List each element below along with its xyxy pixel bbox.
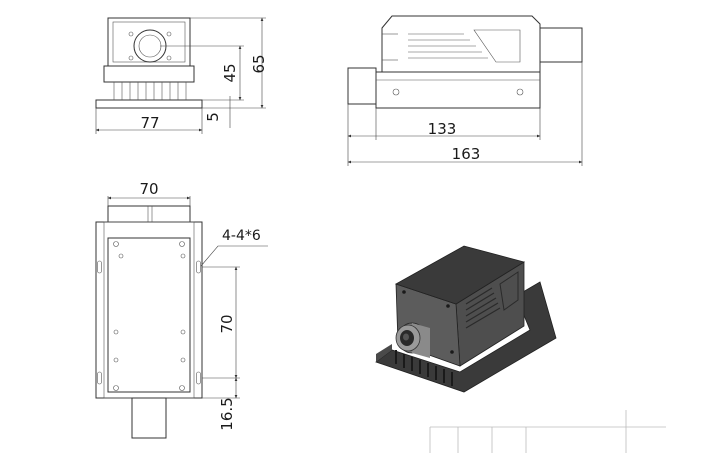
top-screw-holes bbox=[113, 241, 186, 391]
dim-front-center: 45 bbox=[221, 63, 239, 82]
laser-module-3d bbox=[375, 245, 557, 393]
side-vent-slots bbox=[408, 33, 488, 59]
front-view: 65 45 5 77 bbox=[95, 17, 268, 134]
dim-top-holes: 4-4*6 bbox=[222, 228, 261, 244]
dim-top-hole-spacing: 70 bbox=[218, 314, 236, 333]
front-heatsink-fins bbox=[113, 82, 187, 100]
vent-slots-3d bbox=[465, 287, 501, 329]
dim-side-total: 163 bbox=[452, 145, 481, 163]
dim-top-width: 70 bbox=[139, 180, 158, 198]
dim-front-width: 77 bbox=[140, 114, 159, 132]
top-mounting-slots bbox=[97, 260, 201, 385]
heatsink-fins-3d bbox=[395, 350, 453, 386]
side-view: 133 163 bbox=[347, 15, 583, 166]
dim-front-height: 65 bbox=[250, 54, 268, 73]
top-view: 70 4-4*6 70 16.5 bbox=[95, 180, 268, 439]
title-block-lines bbox=[429, 410, 666, 453]
dim-front-base: 5 bbox=[204, 112, 222, 122]
dim-side-body: 133 bbox=[428, 120, 457, 138]
dim-top-offset: 16.5 bbox=[218, 397, 236, 430]
